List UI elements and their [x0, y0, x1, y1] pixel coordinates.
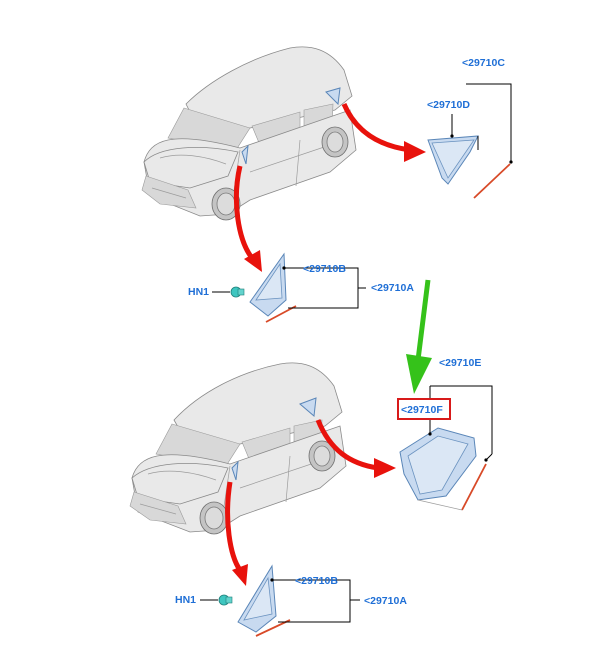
part-label-29710E: <29710E	[439, 357, 481, 369]
car-illustration-top	[141, 46, 357, 221]
front-vent-glass-bottom	[237, 564, 291, 637]
callout-arrow-bottom-rear	[315, 419, 396, 478]
callout-arrow-top-front	[233, 165, 262, 272]
part-label-29710D: <29710D	[427, 99, 470, 111]
car-illustration-bottom	[129, 362, 347, 535]
fastener-label-HN1-bottom: HN1	[175, 594, 196, 606]
rear-quarter-glass-bottom	[399, 427, 487, 511]
part-label-29710C: <29710C	[462, 57, 505, 69]
leader-lines-bottom-left	[200, 578, 360, 623]
highlight-box-29710F	[397, 398, 451, 420]
part-label-29710B: <29710B	[303, 263, 346, 275]
leader-lines-top-left	[212, 266, 366, 309]
pointer-arrow-green	[406, 279, 432, 394]
rear-quarter-glass-top	[427, 135, 511, 199]
part-label-29710B-bottom: <29710B	[295, 575, 338, 587]
callout-arrow-bottom-front	[225, 481, 248, 586]
part-label-29710F: <29710F	[401, 404, 443, 416]
leader-lines-top-right	[450, 83, 513, 164]
callout-arrow-top-rear	[341, 102, 426, 162]
leader-lines-bottom-right	[428, 385, 493, 462]
front-vent-glass-top	[249, 252, 297, 323]
fastener-clip-top	[230, 286, 245, 298]
fastener-clip-bottom	[218, 594, 233, 606]
part-label-29710A-bottom: <29710A	[364, 595, 407, 607]
fastener-label-HN1: HN1	[188, 286, 209, 298]
part-label-29710A: <29710A	[371, 282, 414, 294]
